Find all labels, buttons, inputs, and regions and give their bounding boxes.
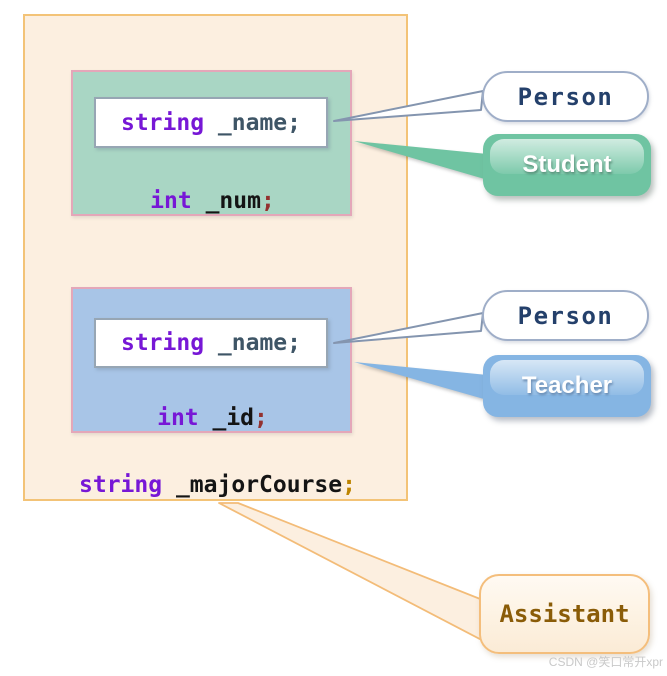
- semicolon: ;: [254, 405, 268, 431]
- member-id: _id: [198, 405, 255, 431]
- keyword-string: string: [120, 109, 205, 136]
- person-bubble-teacher: Person: [482, 290, 649, 341]
- keyword-int: int: [157, 405, 199, 431]
- student-bubble: Student: [483, 134, 651, 196]
- semicolon: ;: [287, 109, 302, 136]
- semicolon: ;: [342, 472, 356, 498]
- keyword-int: int: [150, 188, 192, 214]
- keyword-string: string: [79, 472, 163, 498]
- callout-wedge-assistant: [218, 502, 509, 649]
- teacher-bubble: Teacher: [483, 355, 651, 417]
- assistant-majorcourse-field: string _majorCourse;: [25, 470, 410, 500]
- student-name-field: string _name;: [121, 108, 301, 138]
- member-num: _num: [191, 188, 261, 214]
- person-bubble-student: Person: [482, 71, 649, 122]
- assistant-bubble: Assistant: [479, 574, 650, 654]
- semicolon: ;: [287, 330, 302, 356]
- member-name: _name: [204, 109, 288, 136]
- member-majorcourse: _majorCourse: [162, 472, 343, 498]
- keyword-string: string: [120, 330, 205, 356]
- person-label: Person: [517, 301, 614, 330]
- student-label: Student: [522, 151, 612, 178]
- assistant-label: Assistant: [499, 600, 630, 628]
- person-subobject-box-student: string _name;: [94, 97, 328, 148]
- teacher-id-field: int _id;: [71, 403, 354, 433]
- semicolon: ;: [260, 188, 275, 214]
- person-subobject-box-teacher: string _name;: [94, 318, 328, 368]
- teacher-name-field: string _name;: [121, 328, 301, 358]
- csdn-watermark: CSDN @笑口常开xpr: [548, 655, 663, 669]
- student-num-field: int _num;: [71, 186, 354, 216]
- person-label: Person: [517, 82, 614, 111]
- member-name: _name: [204, 330, 288, 356]
- teacher-label: Teacher: [521, 372, 613, 399]
